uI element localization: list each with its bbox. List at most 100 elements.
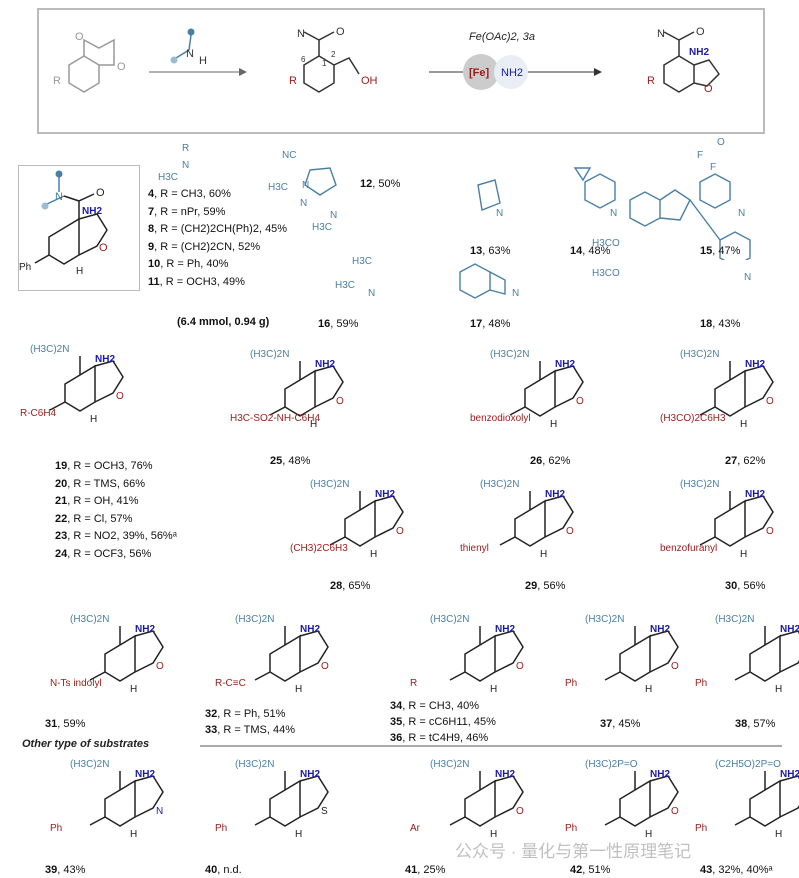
top-group-label: (H3C)2N	[70, 614, 109, 625]
product-r: R	[647, 75, 655, 87]
product-nh2: NH2	[689, 47, 709, 58]
product-structure: (H3C)2N NH2 O H (CH3)2C6H3	[290, 479, 404, 560]
top-group-label: (H3C)2P=O	[585, 759, 638, 770]
f12-label: H3C	[268, 182, 289, 193]
compound-entry-9: 9, R = (CH2)2CN, 52%	[148, 239, 287, 257]
heteroatom-label: O	[766, 526, 774, 537]
product-structure: (H3C)2N NH2 N H Ph	[50, 759, 164, 840]
compound-number: 37	[600, 718, 613, 730]
h-label: H	[76, 266, 83, 277]
compound-detail: , R = Ph, 40%	[160, 258, 229, 270]
r-group: R	[53, 75, 61, 87]
product-structure: (H3C)2N NH2 O H benzofuranyl	[660, 479, 774, 560]
compound-detail: , R = Ph, 51%	[217, 708, 286, 720]
position-6: 6	[301, 55, 306, 64]
f16-label: H3C	[335, 280, 356, 291]
h-label: H	[775, 684, 782, 695]
nh2-species	[494, 55, 528, 89]
caption-39: 39, 43%	[45, 864, 85, 876]
compound-entry-24: 24, R = OCF3, 56%	[55, 546, 177, 564]
fe-label: [Fe]	[469, 67, 490, 79]
compound-detail: , 48%	[282, 455, 311, 467]
nh2-label: NH2	[495, 769, 515, 780]
caption-18: 18, 43%	[700, 318, 740, 330]
isochromanone-structure	[68, 38, 115, 93]
compound-detail: , 65%	[342, 580, 371, 592]
compound-detail: , 62%	[737, 455, 766, 467]
fragment-n: N	[182, 160, 190, 171]
top-group-label: (C2H5O)2P=O	[715, 759, 781, 770]
h-label: H	[295, 829, 302, 840]
product-ring-o: O	[704, 83, 713, 95]
top-group-label: (H3C)2N	[235, 759, 274, 770]
compound-detail: , 32%, 40%ᵃ	[712, 864, 773, 876]
compound-entry-32: 32, R = Ph, 51%	[205, 706, 295, 722]
amide-o: O	[336, 26, 345, 38]
heteroatom-label: O	[766, 396, 774, 407]
amine-fragment-structure	[573, 167, 616, 209]
heteroatom-label: N	[156, 806, 163, 817]
substituent-label: Ph	[565, 823, 577, 834]
compound-entry-7: 7, R = nPr, 59%	[148, 204, 287, 222]
compound-detail: , 45%	[612, 718, 641, 730]
compound-number: 33	[205, 724, 218, 736]
hydroxyl: OH	[361, 75, 378, 87]
nh2-label: NH2	[780, 624, 799, 635]
nh2-label: NH2	[650, 769, 670, 780]
f12-label: NC	[282, 150, 297, 161]
top-group-label: (H3C)2N	[480, 479, 519, 490]
compound-number: 12	[360, 178, 373, 190]
h-label: H	[645, 829, 652, 840]
compound-detail: , n.d.	[217, 864, 242, 876]
product-structure: (H3C)2N NH2 O H Ph	[695, 614, 799, 695]
caption-28: 28, 65%	[330, 580, 370, 592]
product-structure: (H3C)2N NH2 O H Ar	[410, 759, 524, 840]
caption-37: 37, 45%	[600, 718, 640, 730]
general-product-structure: N O NH2 O H Ph	[19, 170, 108, 277]
nh2-label: NH2	[745, 359, 765, 370]
compound-detail: , 59%	[330, 318, 359, 330]
carbonyl-o: O	[96, 187, 105, 199]
nh2-label: NH2	[745, 489, 765, 500]
f12-label: N	[330, 210, 338, 221]
amine-fragment-structure	[629, 189, 751, 260]
f12-label: H3C	[312, 222, 333, 233]
lactone-o: O	[75, 31, 84, 43]
scale-note: (6.4 mmol, 0.94 g)	[177, 316, 270, 328]
compound-number: 24	[55, 547, 68, 560]
h-label: H	[130, 684, 137, 695]
compound-entry-10: 10, R = Ph, 40%	[148, 256, 287, 274]
heteroatom-label: O	[156, 661, 164, 672]
h-label: H	[740, 419, 747, 430]
compound-number: 38	[735, 718, 748, 730]
h-label: H	[295, 684, 302, 695]
product-n: N	[657, 28, 665, 40]
substituent-label: (H3CO)2C6H3	[660, 413, 726, 424]
caption-13: 13, 63%	[470, 245, 510, 257]
compound-number: 29	[525, 580, 538, 592]
substituent-label: N-Ts indolyl	[50, 678, 102, 689]
compound-number: 10	[148, 258, 161, 270]
product-structure: (H3C)2N NH2 S H Ph	[215, 759, 329, 840]
amine-dot-light	[41, 202, 49, 210]
heteroatom-label: O	[516, 806, 524, 817]
caption-25: 25, 48%	[270, 455, 310, 467]
ring-o: O	[99, 242, 108, 254]
arrow-head-2	[594, 68, 602, 76]
product-structure: (H3C)2N NH2 O H R-C≡C	[215, 614, 329, 695]
h-label: H	[740, 549, 747, 560]
substituent-label: Ph	[695, 823, 707, 834]
compound-entry-33: 33, R = TMS, 44%	[205, 722, 295, 738]
compound-detail: , R = TMS, 44%	[217, 724, 295, 736]
nh2-label: NH2	[135, 769, 155, 780]
top-group-label: (H3C)2N	[585, 614, 624, 625]
nh2-label: NH2	[545, 489, 565, 500]
ph-label: Ph	[19, 262, 31, 273]
substituent-label: H3C-SO2-NH-C6H4	[230, 413, 320, 424]
product-scaffold	[663, 31, 720, 93]
